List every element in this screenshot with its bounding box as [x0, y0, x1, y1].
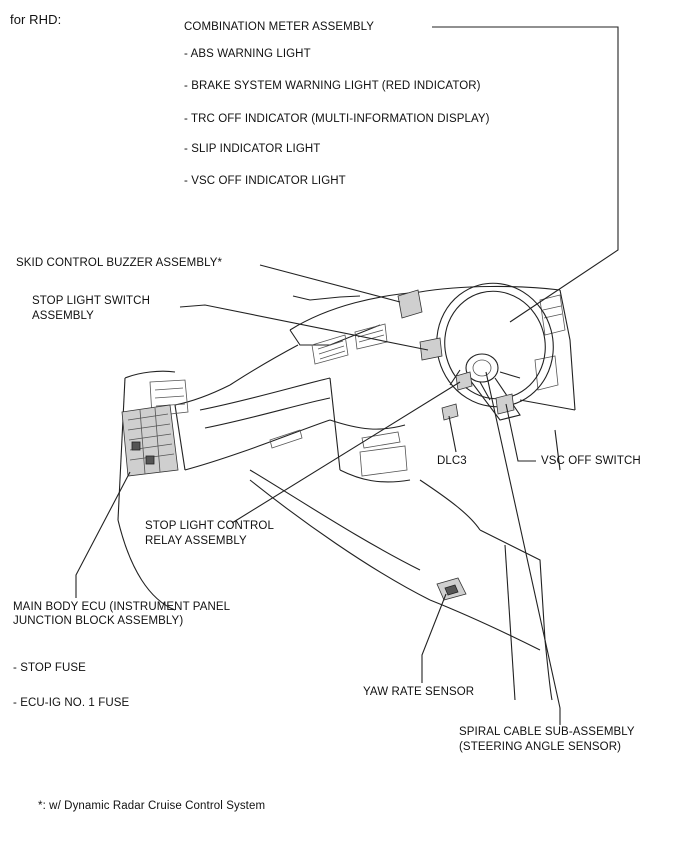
vsc-off-switch-label: VSC OFF SWITCH	[541, 455, 641, 467]
stop-light-switch-shape	[419, 337, 443, 361]
dlc3-shape	[441, 403, 459, 421]
skid-buzzer-shape	[397, 289, 423, 319]
skid-buzzer-label: SKID CONTROL BUZZER ASSEMBLY*	[16, 257, 223, 269]
main-body-ecu-label-line2: JUNCTION BLOCK ASSEMBLY)	[13, 615, 184, 627]
dashboard-outline	[117, 285, 576, 701]
meter-item: - VSC OFF INDICATOR LIGHT	[184, 175, 346, 187]
stop-fuse-label: - STOP FUSE	[13, 662, 86, 674]
spiral-cable-label-line2: (STEERING ANGLE SENSOR)	[459, 741, 622, 753]
vsc-switch-shape	[495, 393, 515, 415]
spiral-cable-label-line1: SPIRAL CABLE SUB-ASSEMBLY	[459, 726, 635, 738]
stop-light-switch-label-line1: STOP LIGHT SWITCH	[32, 295, 150, 307]
yaw-rate-sensor-label: YAW RATE SENSOR	[363, 686, 475, 698]
component-markers	[397, 289, 515, 601]
footnote: *: w/ Dynamic Radar Cruise Control Syste…	[38, 800, 266, 812]
stop-light-switch-label-line2: ASSEMBLY	[32, 310, 94, 322]
dlc3-label: DLC3	[437, 455, 467, 467]
main-body-ecu-label-line1: MAIN BODY ECU (INSTRUMENT PANEL	[13, 601, 231, 613]
stop-light-relay-label-line1: STOP LIGHT CONTROL	[145, 520, 274, 532]
meter-item: - SLIP INDICATOR LIGHT	[184, 143, 321, 155]
meter-item: - ABS WARNING LIGHT	[184, 48, 311, 60]
stop-light-relay-label-line2: RELAY ASSEMBLY	[145, 535, 247, 547]
ecu-ig-fuse-label: - ECU-IG NO. 1 FUSE	[13, 697, 130, 709]
relay-shape	[455, 371, 473, 391]
meter-item: - BRAKE SYSTEM WARNING LIGHT (RED INDICA…	[184, 80, 481, 92]
variant-label: for RHD:	[10, 12, 62, 27]
junction-block-illustration	[121, 404, 179, 477]
meter-item: - TRC OFF INDICATOR (MULTI-INFORMATION D…	[184, 113, 490, 125]
leader-lines	[75, 26, 619, 725]
steering-wheel	[436, 282, 554, 421]
combination-meter-title: COMBINATION METER ASSEMBLY	[184, 21, 375, 33]
